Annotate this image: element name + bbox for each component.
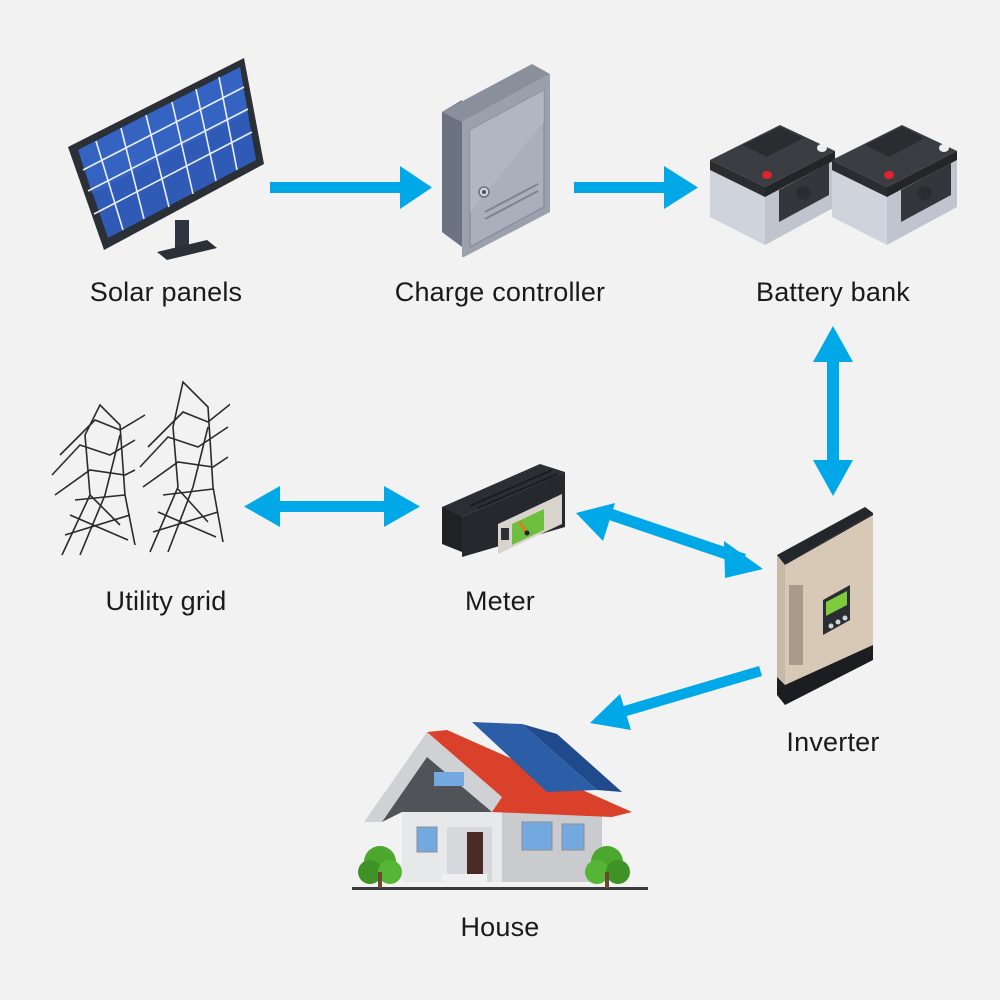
node-house[interactable]: [352, 712, 648, 892]
node-meter[interactable]: [440, 462, 570, 558]
node-charge-controller[interactable]: [440, 62, 555, 258]
meter-icon: [442, 464, 565, 557]
node-utility-grid[interactable]: [50, 375, 234, 560]
label-house: House: [460, 912, 540, 942]
battery-icon: [832, 125, 957, 245]
battery-bank-icon: [710, 125, 957, 245]
arrow-solar-to-controller: [270, 166, 432, 209]
node-solar-panels[interactable]: [62, 52, 272, 262]
label-solar-panels: Solar panels: [89, 277, 243, 307]
tree-icon: [585, 846, 630, 888]
solar-panel-icon: [68, 58, 264, 260]
node-inverter[interactable]: [775, 505, 875, 710]
node-battery-bank[interactable]: [705, 105, 965, 250]
pylon-icon: [51, 403, 146, 556]
label-charge-controller: Charge controller: [394, 277, 606, 307]
tree-icon: [358, 846, 402, 888]
house-icon: [352, 722, 648, 890]
utility-grid-icon: [51, 380, 234, 556]
arrow-grid-meter: [244, 486, 420, 527]
charge-controller-icon: [442, 64, 550, 258]
arrow-battery-inverter: [813, 326, 853, 496]
battery-icon: [710, 125, 835, 245]
label-inverter: Inverter: [786, 727, 880, 757]
arrow-inverter-to-house: [590, 666, 762, 730]
pylon-icon: [139, 380, 234, 553]
label-utility-grid: Utility grid: [105, 586, 227, 616]
arrow-controller-to-battery: [574, 166, 698, 209]
label-battery-bank: Battery bank: [756, 277, 910, 307]
inverter-icon: [777, 507, 873, 705]
arrow-meter-inverter: [576, 503, 763, 578]
label-meter: Meter: [464, 586, 536, 616]
